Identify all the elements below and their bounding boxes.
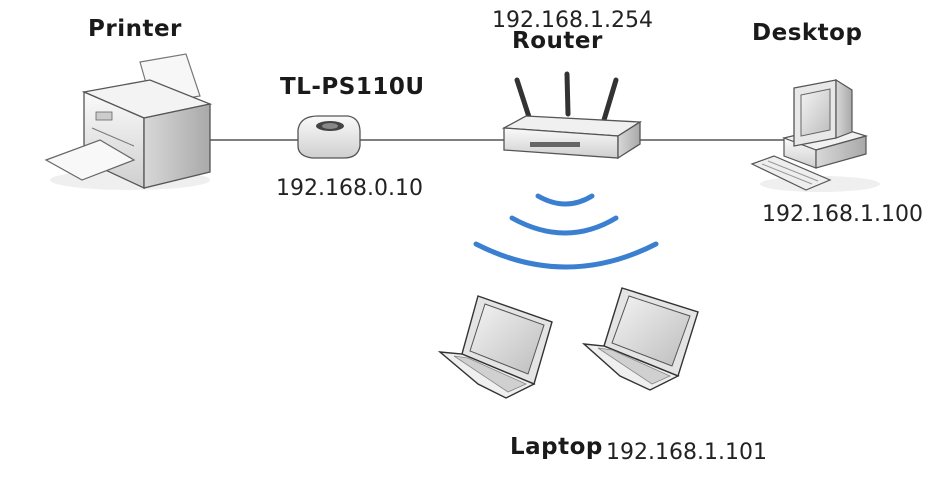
router-ip: 192.168.1.254: [492, 8, 653, 33]
print-server-ip: 192.168.0.10: [276, 176, 423, 201]
printer-icon: [44, 53, 213, 190]
print-server-icon: [297, 115, 361, 159]
print-server-label: TL-PS110U: [280, 74, 425, 100]
laptop-icon: [437, 295, 553, 399]
desktop-label: Desktop: [752, 20, 863, 46]
router-label: Router: [512, 28, 603, 54]
printer-label: Printer: [88, 16, 182, 42]
desktop-icon: [750, 78, 880, 192]
laptop-icon: [581, 287, 699, 391]
laptop-label: Laptop: [510, 434, 603, 460]
wifi-waves-icon: [473, 193, 659, 270]
laptop-ip: 192.168.1.101: [606, 440, 767, 465]
router-icon: [501, 71, 643, 160]
desktop-ip: 192.168.1.100: [762, 202, 923, 227]
